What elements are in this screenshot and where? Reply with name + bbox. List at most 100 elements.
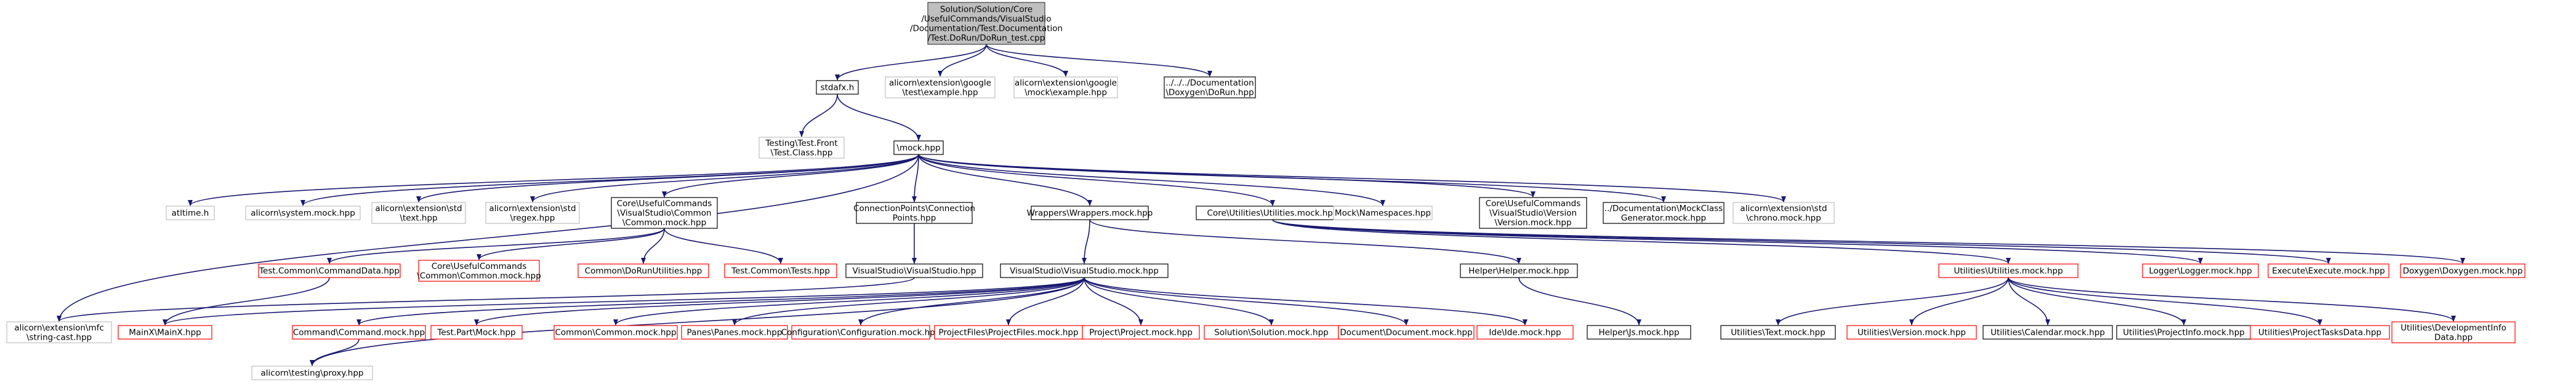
node-label-line: alicorn\extension\std (1740, 204, 1827, 214)
graph-node-project[interactable]: Project\Project.mock.hpp (1082, 325, 1200, 340)
graph-node-helper-mock[interactable]: Helper\Helper.mock.hpp (1460, 263, 1578, 278)
graph-node-mockclass-gen[interactable]: ../Documentation\MockClassGenerator.mock… (1603, 202, 1725, 224)
node-label-line: \regex.hpp (510, 213, 555, 223)
graph-node-util-projinfo[interactable]: Utilities\ProjectInfo.mock.hpp (2116, 325, 2252, 340)
node-label-line: Common\DoRunUtilities.hpp (585, 266, 702, 276)
graph-node-util-tasks[interactable]: Utilities\ProjectTasksData.hpp (2250, 325, 2390, 340)
node-label-line: atltime.h (172, 209, 209, 218)
node-label-line: ../../../Documentation (1165, 78, 1254, 88)
node-label-line: ../Documentation\MockClass (1604, 204, 1723, 214)
node-label-line: Test.Common\Tests.hpp (731, 266, 830, 276)
graph-node-doxygen-dorun[interactable]: ../../../Documentation\Doxygen\DoRun.hpp (1164, 76, 1256, 98)
edge-mock-to-conn-points (912, 154, 919, 202)
edge-utilities-core-to-logger (1272, 219, 2203, 264)
node-box (1720, 325, 1836, 340)
graph-node-projectfiles[interactable]: ProjectFiles\ProjectFiles.mock.hpp (934, 325, 1083, 340)
graph-node-system-mock: alicorn\system.mock.hpp (245, 206, 361, 220)
graph-node-solution[interactable]: Solution\Solution.mock.hpp (1204, 325, 1339, 340)
graph-node-conn-points[interactable]: ConnectionPoints\ConnectionPoints.hpp (853, 202, 975, 224)
graph-node-gmock-ex: alicorn\extension\google\mock\example.hp… (1013, 76, 1118, 98)
graph-node-part-mock[interactable]: Test.Part\Mock.hpp (430, 325, 523, 340)
node-label-line: /Documentation/Test.Documentation (910, 23, 1063, 33)
edge-stdafx-to-mock (837, 94, 921, 141)
node-box (1479, 197, 1587, 229)
graph-node-utilities-mock[interactable]: Utilities\Utilities.mock.hpp (1938, 263, 2079, 278)
edge-mock-to-chrono-mock (918, 154, 1786, 202)
graph-node-common-common[interactable]: Common\Common.mock.hpp (553, 325, 678, 340)
edge-vs-mock-to-document (1084, 277, 1409, 326)
edge-vs-mock-to-command-mock (356, 277, 1085, 326)
graph-node-logger[interactable]: Logger\Logger.mock.hpp (2142, 263, 2259, 278)
edge-mock-to-std-regex (530, 154, 919, 202)
graph-node-doxygen-mock[interactable]: Doxygen\Doxygen.mock.hpp (2400, 263, 2526, 278)
node-label-line: Testing\Test.Front (765, 138, 837, 148)
graph-node-tests[interactable]: Test.Common\Tests.hpp (724, 263, 837, 278)
graph-node-helper-js[interactable]: Helper\Js.mock.hpp (1587, 325, 1691, 340)
node-box (893, 140, 944, 155)
node-label-line: alicorn\extension\google (1015, 78, 1117, 88)
node-label-line: Utilities\ProjectTasksData.hpp (2258, 328, 2381, 338)
graph-node-common-mock[interactable]: Core\UsefulCommands\VisualStudio\Common\… (611, 197, 718, 229)
graph-node-panes[interactable]: Panes\Panes.mock.hpp (681, 325, 788, 340)
node-label-line: Command\Command.mock.hpp (293, 328, 425, 338)
graph-node-cmd-data[interactable]: Test.Common\CommandData.hpp (258, 263, 401, 278)
graph-node-chrono-mock: alicorn\extension\std\chrono.mock.hpp (1733, 202, 1835, 224)
node-label-line: Wrappers\Wrappers.mock.hpp (1027, 209, 1153, 218)
graph-node-utilities-core[interactable]: Core\Utilities\Utilities.mock.hpp (1196, 206, 1350, 220)
graph-node-common-mock2[interactable]: Core\UsefulCommands\Common\Common.mock.h… (417, 260, 541, 282)
graph-node-document[interactable]: Document\Document.mock.hpp (1338, 325, 1475, 340)
graph-node-dorun-util[interactable]: Common\DoRunUtilities.hpp (578, 263, 709, 278)
node-label-line: Utilities\Utilities.mock.hpp (1954, 266, 2063, 276)
node-box (611, 197, 718, 229)
graph-node-proxy: alicorn\testing\proxy.hpp (251, 366, 373, 380)
graph-node-version-mock[interactable]: Core\UsefulCommands\VisualStudio\Version… (1479, 197, 1587, 229)
node-box (251, 366, 373, 380)
node-box (2142, 263, 2259, 278)
edge-utilities-mock-to-util-projinfo (2008, 277, 2186, 326)
graph-node-command-mock[interactable]: Command\Command.mock.hpp (292, 325, 426, 340)
edge-utilities-mock-to-util-devinfo (2008, 277, 2456, 322)
node-label-line: /UsefulCommands/VisualStudio (921, 14, 1051, 24)
node-label-line: Core\UsefulCommands (1486, 199, 1581, 209)
node-label-line: Utilities\Text.mock.hpp (1731, 328, 1825, 338)
node-label-line: \VisualStudio\Common (617, 209, 711, 218)
graph-node-mainx[interactable]: MainX\MainX.hpp (118, 325, 212, 340)
graph-node-util-text[interactable]: Utilities\Text.mock.hpp (1720, 325, 1836, 340)
edge-vs-mock-to-common-common (613, 277, 1085, 326)
graph-node-util-version[interactable]: Utilities\Version.mock.hpp (1846, 325, 1977, 340)
node-box (1164, 76, 1256, 98)
node-label-line: /Test.DoRun/DoRun_test.cpp (928, 33, 1045, 43)
edge-root-to-stdafx (835, 44, 987, 81)
edge-vs-mock-to-proxy (310, 277, 1085, 366)
edge-utilities-core-to-utilities-mock (1272, 219, 2011, 264)
edge-wrappers-to-vs-mock (1082, 219, 1090, 264)
node-label-line: alicorn\extension\mfc (14, 323, 104, 333)
graph-node-config[interactable]: Configuration\Configuration.mock.hpp (781, 325, 941, 340)
graph-node-mock[interactable]: \mock.hpp (893, 140, 944, 155)
node-label-line: stdafx.h (821, 83, 855, 93)
graph-node-wrappers[interactable]: Wrappers\Wrappers.mock.hpp (1027, 206, 1153, 220)
graph-node-ide[interactable]: Ide\Ide.mock.hpp (1476, 325, 1574, 340)
edge-common-mock-to-dorun-util (641, 228, 665, 264)
graph-node-vs-hpp[interactable]: VisualStudio\VisualStudio.hpp (845, 263, 983, 278)
node-label-line: Common\Common.mock.hpp (555, 328, 676, 338)
edge-utilities-mock-to-util-tasks (2008, 277, 2322, 326)
graph-node-stdafx[interactable]: stdafx.h (816, 80, 859, 95)
node-box (1587, 325, 1691, 340)
node-label-line: \string-cast.hpp (26, 332, 92, 342)
graph-node-util-calendar[interactable]: Utilities\Calendar.mock.hpp (1982, 325, 2113, 340)
node-box (1013, 76, 1118, 98)
node-label-line: Helper\Helper.mock.hpp (1468, 266, 1569, 276)
node-box (1938, 263, 2079, 278)
graph-node-vs-mock[interactable]: VisualStudio\VisualStudio.mock.hpp (1000, 263, 1169, 278)
graph-node-execute[interactable]: Execute\Execute.mock.hpp (2268, 263, 2389, 278)
edge-vs-hpp-to-string-cast (57, 277, 915, 322)
node-label-line: \Test.Class.hpp (771, 148, 833, 158)
node-box (6, 321, 112, 343)
node-label-line: Helper\Js.mock.hpp (1598, 328, 1679, 338)
node-box (1338, 325, 1475, 340)
node-box (885, 76, 996, 98)
graph-node-root[interactable]: Solution/Solution/Core/UsefulCommands/Vi… (910, 2, 1063, 45)
node-label-line: \Doxygen\DoRun.hpp (1165, 87, 1254, 97)
